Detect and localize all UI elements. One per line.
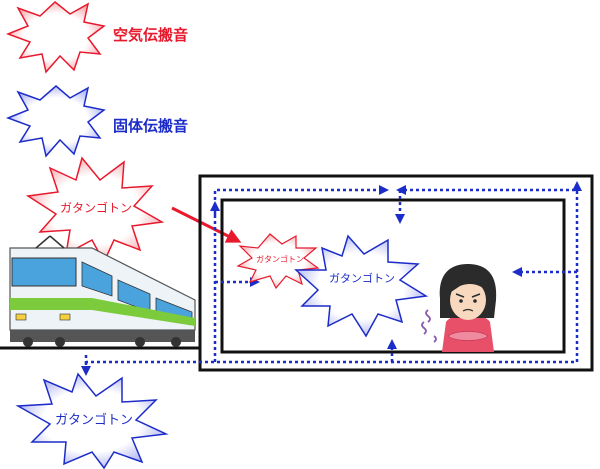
person-arms: [447, 331, 489, 341]
train-side-windows: [81, 261, 113, 297]
person-eye-right: [473, 299, 477, 303]
train-air-sound-text: ガタンゴトン: [60, 200, 132, 215]
room-solid-sound-text: ガタンゴトン: [329, 271, 395, 285]
train-wheel: [23, 337, 33, 347]
train-front-window: [11, 257, 77, 287]
train-illustration: [9, 235, 196, 347]
person-brow-left: [455, 293, 465, 298]
solid-transmission-paths: [81, 181, 582, 376]
air-burst-icon: [5, 1, 106, 74]
path-bottom: [84, 355, 577, 364]
person-eye-left: [459, 299, 463, 303]
person-brow-right: [471, 293, 481, 298]
building-inner-room: [220, 198, 566, 354]
train-pantograph: [35, 235, 51, 249]
legend-air-label: 空気伝搬音: [113, 26, 188, 44]
train-green-stripe: [10, 298, 195, 326]
train-headlight-left: [15, 313, 27, 321]
solid-burst-icon: [5, 85, 106, 158]
building-outer-wall: [198, 174, 594, 372]
path-top-right: [396, 185, 579, 362]
solid-burst-icon: [294, 234, 429, 338]
legend-solid-label: 固体伝搬音: [113, 117, 188, 135]
train-pantograph-2: [49, 235, 65, 249]
train-headlight-right: [59, 313, 71, 321]
train-wheel: [135, 337, 145, 347]
legend-air: 空気伝搬音: [5, 1, 188, 74]
annoyed-person-illustration: [421, 264, 497, 352]
ground-solid-burst: ガタンゴトン: [15, 372, 169, 469]
room-air-sound-text: ガタンゴトン: [256, 254, 304, 264]
train-wheel: [55, 337, 65, 347]
air-burst-icon: [236, 233, 320, 290]
air-transmission-arrow: [171, 206, 242, 243]
train-wheel: [171, 337, 181, 347]
person-mouth: [462, 308, 474, 312]
room-solid-burst: ガタンゴトン: [294, 234, 429, 338]
solid-burst-icon: [15, 372, 169, 469]
person-bangs: [448, 270, 489, 294]
ground-solid-sound-text: ガタンゴトン: [55, 412, 133, 428]
annoyance-lines-icon: [421, 309, 437, 343]
legend-solid: 固体伝搬音: [5, 85, 188, 158]
train-undercarriage: [10, 330, 195, 342]
train-air-burst: ガタンゴトン: [25, 156, 165, 264]
person-face: [450, 280, 486, 320]
room-air-burst: ガタンゴトン: [236, 233, 320, 290]
